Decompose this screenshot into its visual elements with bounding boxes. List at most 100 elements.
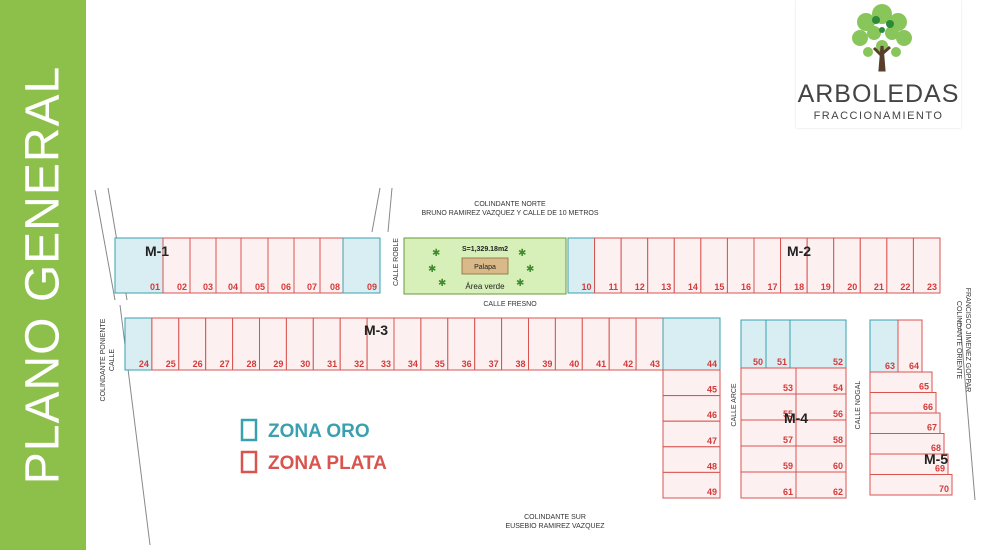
lot-15[interactable]: 15 (700, 237, 728, 294)
lot-02[interactable]: 02 (162, 237, 191, 294)
lot-39[interactable]: 39 (528, 317, 556, 371)
lot-28[interactable]: 28 (232, 317, 261, 371)
lot-48[interactable]: 48 (662, 446, 721, 473)
palapa-label: Palapa (474, 264, 496, 271)
lot-number: 67 (927, 423, 937, 433)
lot-03[interactable]: 03 (189, 237, 217, 294)
lot-30[interactable]: 30 (285, 317, 314, 371)
lot-number: 68 (931, 443, 941, 453)
lot-16[interactable]: 16 (726, 237, 755, 294)
lot-37[interactable]: 37 (474, 317, 503, 371)
lot-54[interactable]: 54 (795, 367, 847, 395)
lot-number: 42 (623, 359, 633, 369)
lot-number: 14 (688, 282, 698, 292)
lot-56[interactable]: 56 (795, 393, 847, 421)
lot-14[interactable]: 14 (673, 237, 702, 294)
lot-07[interactable]: 07 (293, 237, 321, 294)
lot-57[interactable]: 57 (740, 419, 797, 447)
lot-05[interactable]: 05 (240, 237, 269, 294)
lot-number: 64 (909, 361, 919, 371)
calle-nogal-label: CALLE NOGAL (855, 381, 862, 430)
lot-62[interactable]: 62 (795, 471, 847, 499)
lot-45[interactable]: 45 (662, 369, 721, 397)
lot-50[interactable]: 50 (740, 319, 767, 369)
lot-36[interactable]: 36 (447, 317, 476, 371)
lot-42[interactable]: 42 (608, 317, 637, 371)
lot-number: 55 (783, 409, 793, 419)
lot-40[interactable]: 40 (554, 317, 583, 371)
lot-52[interactable]: 52 (789, 319, 847, 369)
lot-number: 21 (874, 282, 884, 292)
lot-24[interactable]: 24 (124, 317, 153, 371)
lot-33[interactable]: 33 (366, 317, 395, 371)
lot-32[interactable]: 32 (339, 317, 368, 371)
lot-26[interactable]: 26 (178, 317, 207, 371)
lot-66[interactable]: 66 (869, 392, 937, 414)
lot-number: 15 (714, 282, 724, 292)
east-label-1: COLINDANTE ORIENTE (955, 301, 962, 380)
lot-64[interactable]: 64 (897, 319, 923, 373)
logo: ARBOLEDAS FRACCIONAMIENTO (796, 0, 961, 128)
lot-number: 48 (707, 461, 717, 471)
lot-17[interactable]: 17 (753, 237, 782, 294)
lot-49[interactable]: 49 (662, 471, 721, 499)
lot-number: 53 (783, 383, 793, 393)
lot-19[interactable]: 19 (806, 237, 835, 294)
lot-11[interactable]: 11 (594, 237, 622, 294)
lot-59[interactable]: 59 (740, 445, 797, 473)
lot-08[interactable]: 08 (319, 237, 344, 294)
lot-number: 32 (354, 359, 364, 369)
lot-10[interactable]: 10 (567, 237, 596, 294)
east-label-2: FRANCISCO JIMENEZ GOPPAR (964, 288, 971, 393)
lot-61[interactable]: 61 (740, 471, 797, 499)
lot-22[interactable]: 22 (886, 237, 914, 294)
lot-number: 45 (707, 385, 717, 395)
block-m1-label: M-1 (145, 243, 169, 259)
lot-31[interactable]: 31 (312, 317, 341, 371)
lot-63[interactable]: 63 (869, 319, 899, 373)
lot-09[interactable]: 09 (342, 237, 381, 294)
calle-roble-label: CALLE ROBLE (393, 238, 400, 286)
lot-70[interactable]: 70 (869, 474, 953, 496)
lot-21[interactable]: 21 (859, 237, 888, 294)
lot-43[interactable]: 43 (635, 317, 664, 371)
lot-53[interactable]: 53 (740, 367, 797, 395)
lot-47[interactable]: 47 (662, 420, 721, 448)
lot-35[interactable]: 35 (420, 317, 449, 371)
lot-04[interactable]: 04 (215, 237, 242, 294)
lot-number: 44 (707, 359, 717, 369)
lot-01[interactable]: 01 (114, 237, 164, 294)
lot-27[interactable]: 27 (205, 317, 234, 371)
lot-67[interactable]: 67 (869, 412, 941, 434)
lot-number: 51 (777, 357, 787, 367)
green-area-label: Área verde (465, 282, 505, 291)
block-m5-label: M-5 (924, 451, 948, 467)
lot-38[interactable]: 38 (501, 317, 530, 371)
lot-44[interactable]: 44 (662, 317, 721, 371)
lot-number: 54 (833, 383, 843, 393)
lot-29[interactable]: 29 (259, 317, 287, 371)
lot-51[interactable]: 51 (765, 319, 791, 369)
lot-65[interactable]: 65 (869, 371, 933, 393)
logo-name: ARBOLEDAS (797, 80, 960, 108)
lot-60[interactable]: 60 (795, 445, 847, 473)
lot-46[interactable]: 46 (662, 395, 721, 422)
lot-34[interactable]: 34 (393, 317, 422, 371)
lot-number: 50 (753, 357, 763, 367)
south-label-1: COLINDANTE SUR (524, 514, 586, 521)
lot-12[interactable]: 12 (620, 237, 649, 294)
lot-25[interactable]: 25 (151, 317, 180, 371)
lot-number: 57 (783, 435, 793, 445)
lot-number: 46 (707, 410, 717, 420)
lot-55[interactable]: 55 (740, 393, 797, 421)
lot-06[interactable]: 06 (267, 237, 295, 294)
lot-23[interactable]: 23 (912, 237, 941, 294)
lot-number: 27 (220, 359, 230, 369)
lot-number: 16 (741, 282, 751, 292)
lot-13[interactable]: 13 (647, 237, 675, 294)
lot-41[interactable]: 41 (581, 317, 610, 371)
lot-number: 25 (166, 359, 176, 369)
lot-20[interactable]: 20 (833, 237, 861, 294)
